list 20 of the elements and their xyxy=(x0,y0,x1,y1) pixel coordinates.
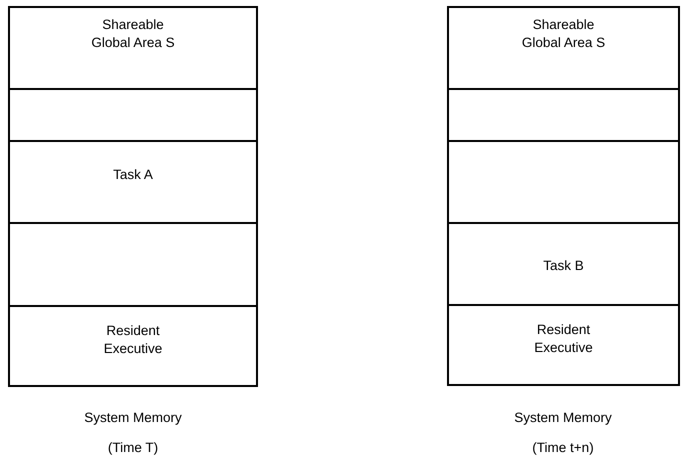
segment-label: Task B xyxy=(542,257,585,275)
segment-label: Task A xyxy=(112,166,154,184)
empty-memory-segment xyxy=(447,140,680,224)
empty-memory-segment xyxy=(8,222,258,307)
caption: (Time T) xyxy=(108,440,158,455)
caption: (Time t+n) xyxy=(532,440,594,455)
empty-memory-segment xyxy=(8,88,258,142)
segment-label: Shareable Global Area S xyxy=(520,16,606,52)
memory-segment xyxy=(447,222,680,306)
segment-label: Resident Executive xyxy=(102,322,164,358)
segment-label: Shareable Global Area S xyxy=(90,16,176,52)
memory-segment xyxy=(8,140,258,224)
memory-segment xyxy=(447,6,680,90)
caption: System Memory xyxy=(514,410,612,425)
memory-segment xyxy=(8,305,258,387)
memory-segment xyxy=(447,304,680,386)
empty-memory-segment xyxy=(447,88,680,142)
segment-label: Resident Executive xyxy=(533,321,594,357)
caption: System Memory xyxy=(84,410,182,425)
memory-segment xyxy=(8,6,258,90)
